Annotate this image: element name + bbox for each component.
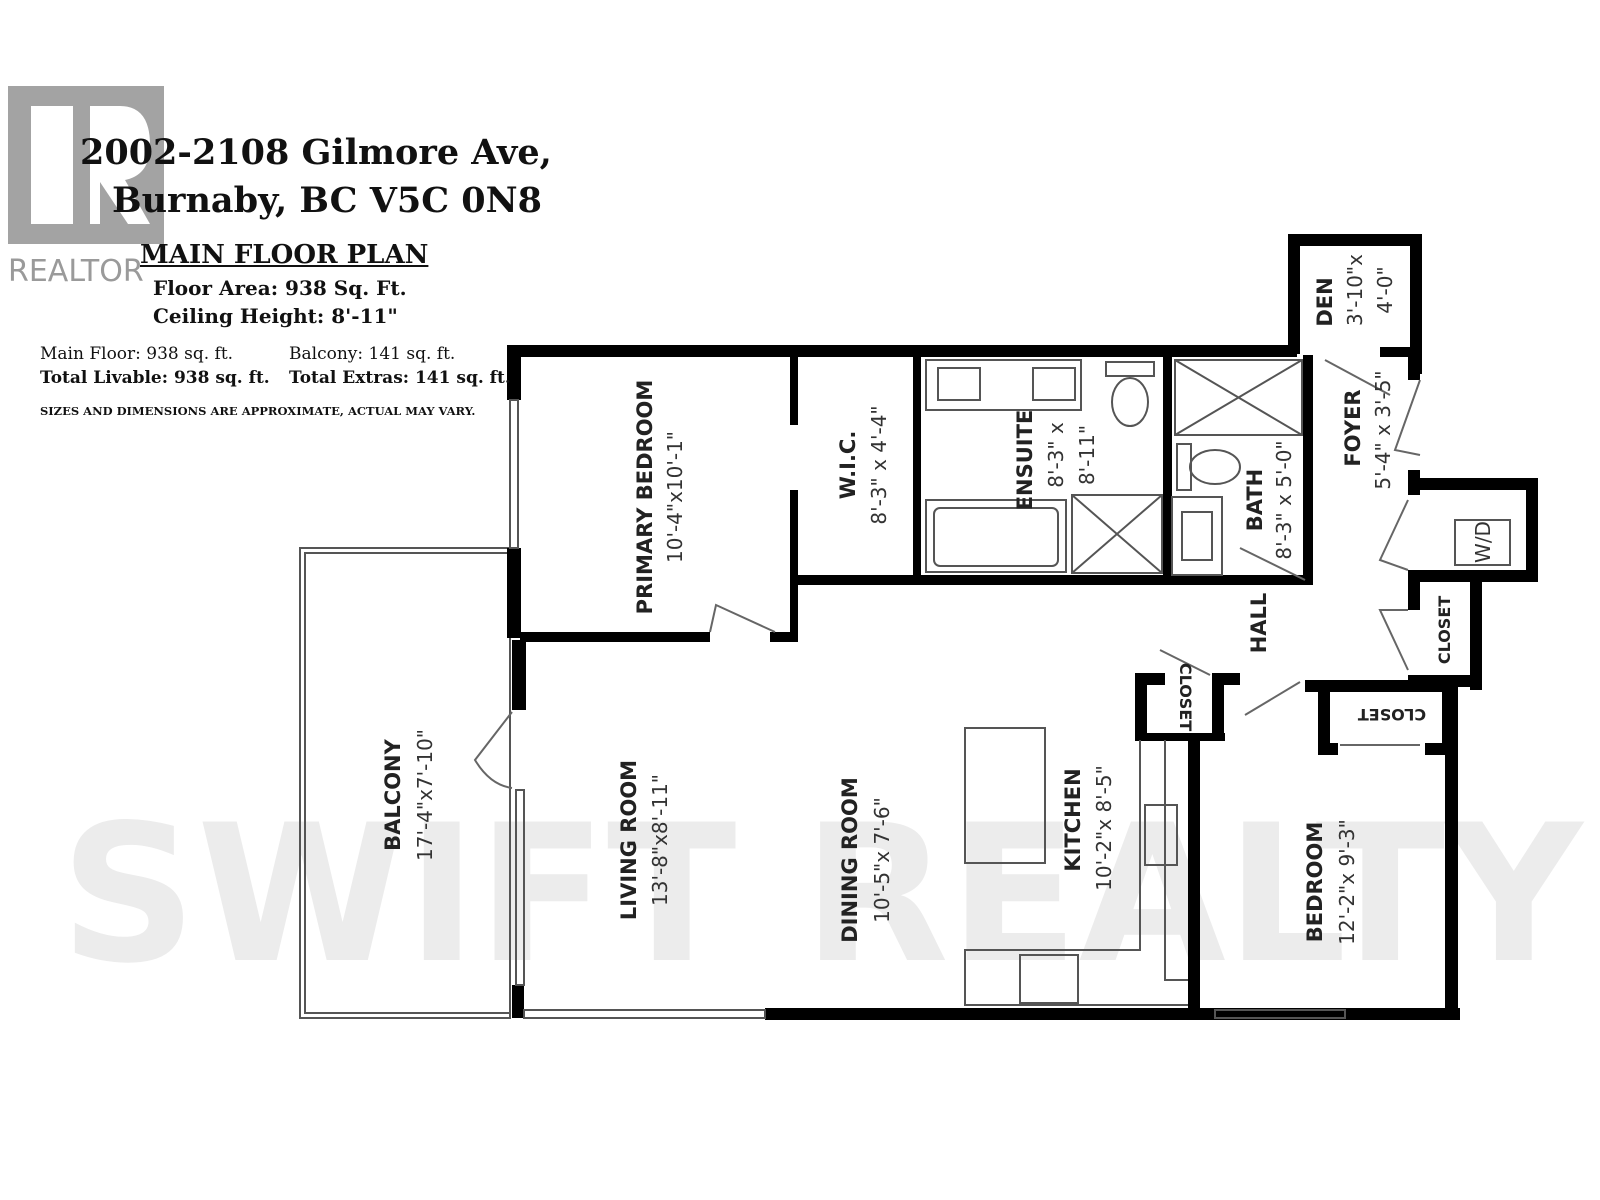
room-dimensions: 5'-4" x 3'-5" <box>1371 370 1395 489</box>
ensuite-shower <box>1071 494 1163 574</box>
total-livable: Total Livable: 938 sq. ft. <box>40 368 270 388</box>
hall-label: HALL <box>1247 593 1271 654</box>
balcony-outline <box>299 547 511 1019</box>
room-dimensions: 8'-3" x 4'-4" <box>867 405 891 524</box>
room-name: LIVING ROOM <box>617 760 641 920</box>
realtor-logo-text: REALTOR <box>8 254 144 289</box>
vanity <box>925 359 1082 411</box>
total-extras: Total Extras: 141 sq. ft. <box>289 368 511 388</box>
kitchen-island <box>964 727 1046 864</box>
room-dimensions: 8'-11" <box>1075 425 1099 485</box>
windows <box>509 399 1346 1019</box>
room-name: FOYER <box>1341 389 1365 466</box>
room-dimensions: 10'-2"x 8'-5" <box>1092 765 1116 891</box>
fixtures <box>925 359 1511 1006</box>
room-wic: W.I.C. 8'-3" x 4'-4" <box>836 405 891 524</box>
room-dimensions: 8'-3" x 5'-0" <box>1272 440 1296 559</box>
cooktop <box>1019 954 1079 1004</box>
main-floor-area: Main Floor: 938 sq. ft. <box>40 344 234 364</box>
room-dining: DINING ROOM 10'-5"x 7'-6" <box>838 777 894 943</box>
address-line-1: 2002-2108 Gilmore Ave, <box>80 132 552 173</box>
room-dimensions: 10'-4"x10'-1" <box>663 431 687 563</box>
washer-dryer-label: W/D <box>1471 521 1495 563</box>
bath-shower <box>1174 359 1303 436</box>
address-line-2: Burnaby, BC V5C 0N8 <box>112 180 542 221</box>
ceiling-height: Ceiling Height: 8'-11" <box>153 304 398 328</box>
room-den: DEN 3'-10"x 4'-0" <box>1313 254 1397 327</box>
room-ensuite: ENSUITE 8'-3" x 8'-11" <box>1013 410 1099 511</box>
room-name: DEN <box>1313 277 1337 326</box>
room-name: BATH <box>1243 469 1267 532</box>
room-name: BEDROOM <box>1303 822 1327 943</box>
room-name: DINING ROOM <box>838 777 862 943</box>
room-dimensions: 3'-10"x <box>1343 254 1367 326</box>
bath-toilet <box>1176 443 1192 491</box>
closet-hall-label: CLOSET <box>1176 663 1195 731</box>
room-kitchen: KITCHEN 10'-2"x 8'-5" <box>1061 765 1116 891</box>
room-dimensions: 4'-0" <box>1373 266 1397 313</box>
room-balcony: BALCONY 17'-4"x7'-10" <box>381 729 437 861</box>
balcony-area: Balcony: 141 sq. ft. <box>289 344 456 364</box>
closet-foyer-label: CLOSET <box>1435 596 1454 664</box>
bathtub <box>925 499 1067 573</box>
room-name: BALCONY <box>381 738 405 850</box>
room-dimensions: 10'-5"x 7'-6" <box>870 797 894 923</box>
room-dimensions: 8'-3" x <box>1044 422 1068 488</box>
room-dimensions: 13'-8"x8'-11" <box>648 774 672 906</box>
room-primary-bedroom: PRIMARY BEDROOM 10'-4"x10'-1" <box>633 380 687 615</box>
closet-bedroom-label: CLOSET <box>1358 705 1426 724</box>
doors <box>473 359 1421 789</box>
room-bedroom: BEDROOM 12'-2"x 9'-3" <box>1303 819 1359 945</box>
room-dimensions: 12'-2"x 9'-3" <box>1335 819 1359 945</box>
room-dimensions: 17'-4"x7'-10" <box>413 729 437 861</box>
watermark-text: SWIFT REALTY <box>60 784 1585 1005</box>
bath-sink <box>1171 496 1223 576</box>
room-foyer: FOYER 5'-4" x 3'-5" <box>1341 370 1395 489</box>
washer-dryer <box>1454 519 1511 566</box>
room-bath: BATH 8'-3" x 5'-0" <box>1243 440 1296 559</box>
room-name: PRIMARY BEDROOM <box>633 380 657 615</box>
disclaimer: SIZES AND DIMENSIONS ARE APPROXIMATE, AC… <box>40 404 476 418</box>
kitchen-sink <box>1144 804 1178 866</box>
room-name: KITCHEN <box>1061 768 1085 871</box>
ensuite-toilet <box>1105 361 1155 377</box>
realtor-logo: REALTOR <box>8 86 164 289</box>
room-living: LIVING ROOM 13'-8"x8'-11" <box>617 760 672 920</box>
plan-title: MAIN FLOOR PLAN <box>140 240 429 270</box>
room-name: W.I.C. <box>836 431 860 500</box>
floor-area: Floor Area: 938 Sq. Ft. <box>153 276 407 300</box>
room-name: ENSUITE <box>1013 410 1037 511</box>
